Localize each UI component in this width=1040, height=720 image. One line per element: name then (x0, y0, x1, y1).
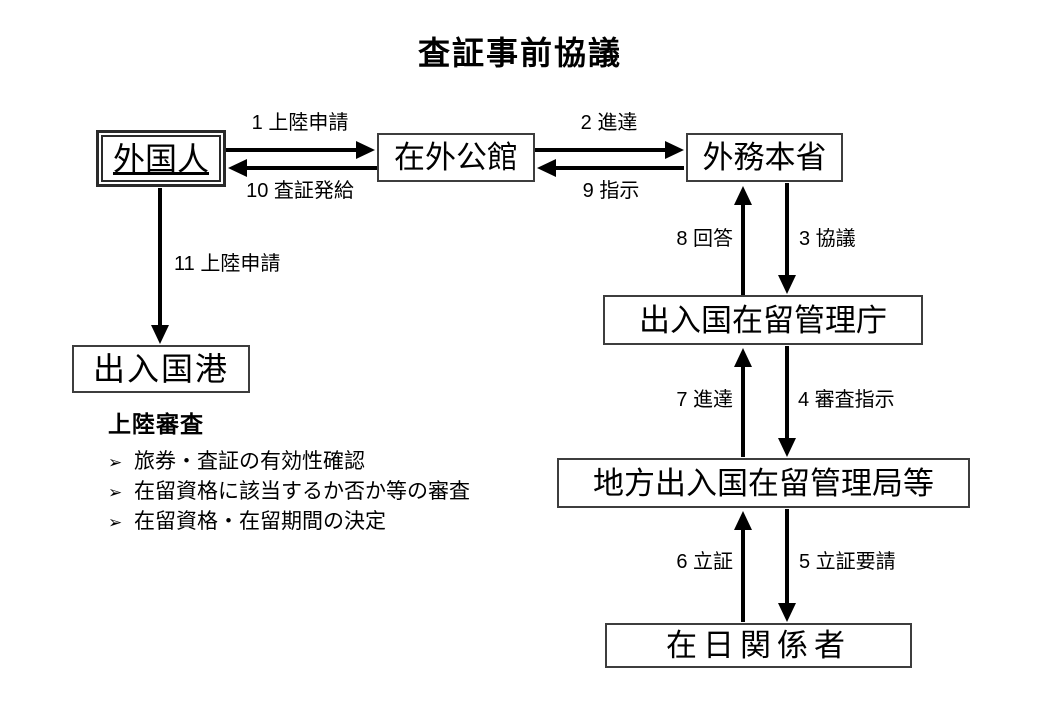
node-related-persons-in-japan: 在日関係者 (605, 623, 912, 668)
edge-2-arrow (535, 141, 684, 159)
landing-inspection-item: ➢ 在留資格・在留期間の決定 (108, 507, 528, 537)
edge-1-label: 1 上陸申請 (251, 112, 349, 134)
node-regional-immigration-bureau-label: 地方出入国在留管理局等 (593, 465, 934, 501)
node-related-persons-in-japan-label: 在日関係者 (666, 628, 851, 663)
node-overseas-mission: 在外公館 (377, 133, 535, 182)
edge-7-arrow (734, 348, 752, 457)
landing-inspection-item-text: 旅券・査証の有効性確認 (134, 450, 365, 473)
node-mofa-headquarters-label: 外務本省 (702, 140, 827, 175)
edge-11-label: 11 上陸申請 (174, 253, 281, 275)
landing-inspection-heading: 上陸審査 (108, 411, 204, 437)
bullet-arrow-icon: ➢ (108, 483, 123, 502)
node-regional-immigration-bureau: 地方出入国在留管理局等 (557, 458, 970, 508)
edge-3-label: 3 協議 (799, 228, 856, 250)
edge-9-arrow (537, 159, 684, 177)
edge-5-arrow (778, 509, 796, 622)
node-foreigner-label: 外国人 (112, 140, 209, 177)
edge-6-arrow (734, 511, 752, 622)
node-port-of-entry-label: 出入国港 (92, 351, 229, 387)
edge-1-arrow (226, 141, 375, 159)
edge-6-label: 6 立証 (676, 551, 733, 573)
node-port-of-entry: 出入国港 (72, 345, 250, 393)
edge-9-label: 9 指示 (582, 180, 640, 202)
bullet-arrow-icon: ➢ (108, 453, 123, 472)
node-mofa-headquarters: 外務本省 (686, 133, 843, 182)
node-overseas-mission-label: 在外公館 (394, 140, 518, 175)
node-foreigner-inner-border: 外国人 (101, 135, 221, 182)
landing-inspection-item: ➢ 在留資格に該当するか否か等の審査 (108, 477, 528, 507)
edge-5-label: 5 立証要請 (799, 551, 896, 573)
bullet-arrow-icon: ➢ (108, 513, 123, 532)
landing-inspection-section: 上陸審査 ➢ 旅券・査証の有効性確認 ➢ 在留資格に該当するか否か等の審査 ➢ … (108, 405, 528, 537)
landing-inspection-item-text: 在留資格に該当するか否か等の審査 (134, 480, 470, 503)
edge-8-arrow (734, 186, 752, 295)
edge-11-arrow (151, 188, 169, 344)
edge-7-label: 7 進達 (676, 389, 733, 411)
node-immigration-agency: 出入国在留管理庁 (603, 295, 923, 345)
edge-2-label: 2 進達 (580, 112, 638, 134)
node-immigration-agency-label: 出入国在留管理庁 (639, 302, 887, 338)
edge-4-label: 4 審査指示 (798, 389, 895, 411)
edge-10-label: 10 査証発給 (246, 180, 354, 202)
edge-8-label: 8 回答 (676, 228, 733, 250)
diagram-title: 査証事前協議 (417, 35, 622, 71)
node-foreigner: 外国人 (96, 130, 226, 187)
landing-inspection-item: ➢ 旅券・査証の有効性確認 (108, 447, 528, 477)
landing-inspection-item-text: 在留資格・在留期間の決定 (134, 510, 386, 533)
edge-3-arrow (778, 183, 796, 294)
edge-4-arrow (778, 346, 796, 457)
